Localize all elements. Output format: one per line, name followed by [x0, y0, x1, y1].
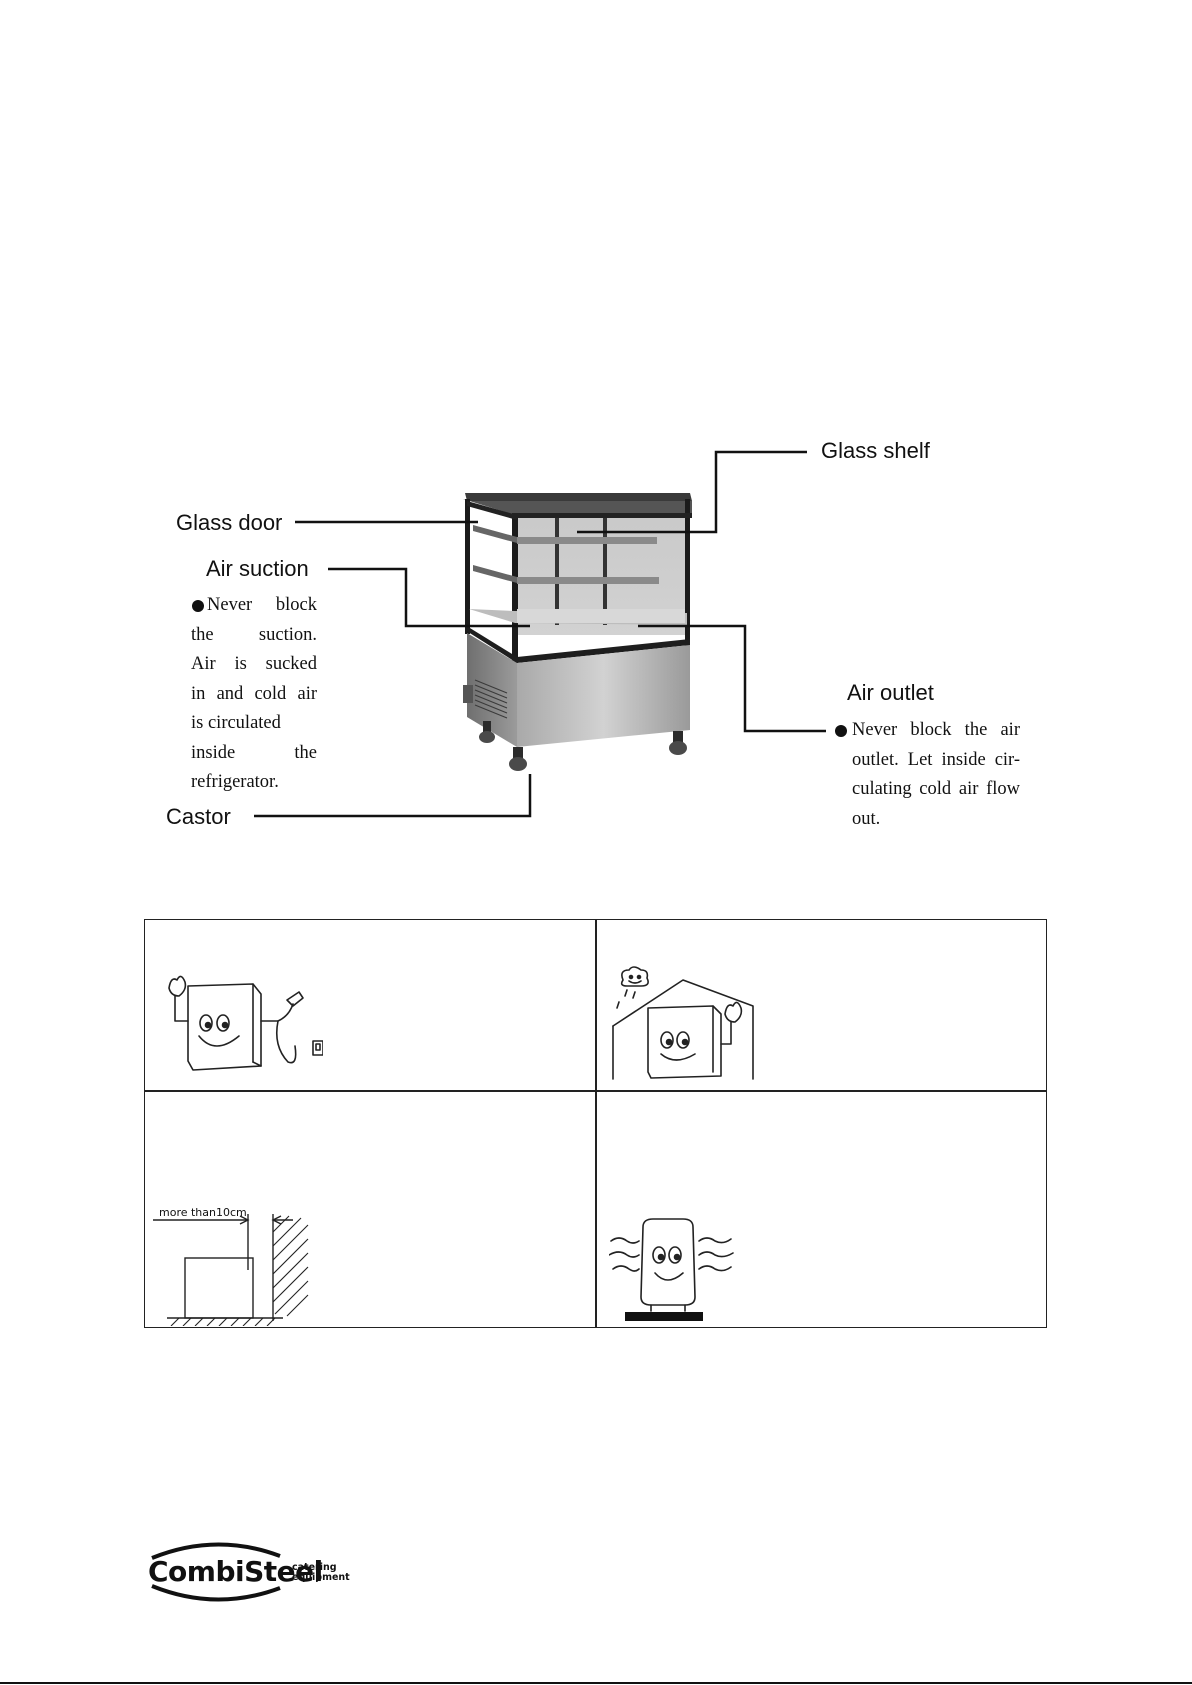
ventilation-level-floor-illustration — [609, 1217, 739, 1322]
table-cell — [153, 966, 323, 1076]
air-suction-note: Never block the suction. Air is sucked i… — [191, 591, 317, 798]
note-line: out. — [852, 805, 1020, 835]
note-line: in and cold air — [191, 680, 317, 710]
page-bottom-rule — [0, 1682, 1192, 1684]
table-divider-vertical — [595, 920, 597, 1327]
glass-door-label: Glass door — [176, 510, 282, 536]
table-cell — [609, 1217, 739, 1322]
wall-clearance-illustration — [153, 1208, 323, 1326]
note-line: is circulated — [191, 709, 317, 739]
sheltered-indoors-illustration — [603, 966, 763, 1081]
air-outlet-note: Never block the air outlet. Let inside c… — [834, 716, 1020, 834]
clearance-label: more than10cm — [159, 1206, 247, 1219]
table-divider-horizontal — [145, 1090, 1046, 1092]
note-line: refrigerator. — [191, 768, 317, 798]
air-suction-label: Air suction — [206, 556, 309, 582]
castor-label: Castor — [166, 804, 231, 830]
logo-tagline: catering equipment — [292, 1563, 350, 1583]
note-line: inside the — [191, 739, 317, 769]
bullet-dot-icon — [835, 725, 847, 737]
table-cell — [603, 966, 763, 1081]
plug-in-socket-illustration — [153, 966, 323, 1076]
placement-table: more than10cm — [144, 919, 1047, 1328]
glass-shelf-label: Glass shelf — [821, 438, 930, 464]
note-line: culating cold air flow — [852, 775, 1020, 805]
note-line: Never block the air — [852, 716, 1020, 746]
table-cell: more than10cm — [153, 1208, 323, 1326]
note-line: the suction. — [191, 621, 317, 651]
note-line: outlet. Let inside cir- — [852, 746, 1020, 776]
bullet-dot-icon — [192, 600, 204, 612]
note-line: Never block — [207, 591, 317, 621]
air-outlet-label: Air outlet — [847, 680, 934, 706]
logo-tagline-line2: equipment — [292, 1573, 350, 1583]
note-line: Air is sucked — [191, 650, 317, 680]
